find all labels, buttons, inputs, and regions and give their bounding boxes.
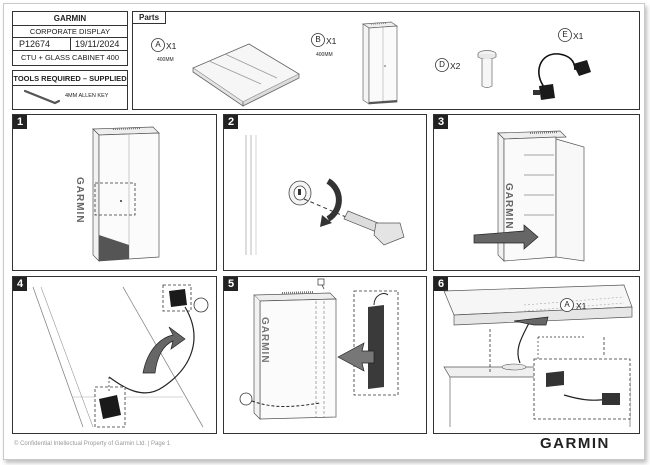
part-b-badge — [311, 33, 325, 47]
power-cable-icon — [533, 53, 591, 100]
part-d-letter: D — [439, 60, 445, 69]
part-a-badge — [151, 38, 165, 52]
step-3-cabinet-logo: GARMIN — [503, 183, 514, 230]
confidential-notice: © Confidential Intellectual Property of … — [14, 441, 171, 447]
step-5-cabinet-logo: GARMIN — [259, 317, 270, 364]
step-4-number: 4 — [13, 277, 27, 291]
step-4-panel: 4 — [12, 276, 217, 434]
instruction-sheet: GARMIN CORPORATE DISPLAY P12674 19/11/20… — [3, 3, 645, 460]
part-b-size: 400MM — [316, 52, 333, 58]
part-b-qty: X1 — [326, 36, 337, 46]
step-1-panel: 1 GARMIN — [12, 114, 217, 271]
plinth-panel-icon — [192, 43, 300, 107]
part-e-qty: X1 — [573, 31, 584, 41]
tools-block: TOOLS REQUIRED – SUPPLIED 4MM ALLEN KEY — [12, 70, 128, 110]
step-6-plinth-fit-illustration — [443, 284, 633, 427]
step-2-key-lock-illustration — [245, 135, 405, 255]
step-2-number: 2 — [224, 115, 238, 129]
step-6-panel: 6 A X1 — [433, 276, 640, 434]
part-b-letter: B — [315, 35, 321, 44]
tool-label: 4MM ALLEN KEY — [65, 93, 109, 99]
tools-title: TOOLS REQUIRED – SUPPLIED — [13, 74, 127, 83]
step-1-number: 1 — [13, 115, 27, 129]
part-a-letter: A — [155, 40, 161, 49]
step-5-number: 5 — [224, 277, 238, 291]
title-block: GARMIN CORPORATE DISPLAY P12674 19/11/20… — [12, 11, 128, 66]
footer-logo: GARMIN — [540, 435, 610, 452]
step-3-panel: 3 GARMIN — [433, 114, 640, 271]
document-date: 19/11/2024 — [75, 39, 120, 49]
step-5-panel: 5 GARMIN — [223, 276, 427, 434]
allen-key-icon — [23, 89, 61, 105]
part-e-letter: E — [562, 30, 568, 39]
part-d-badge — [435, 58, 449, 72]
project-name: CORPORATE DISPLAY — [29, 27, 111, 36]
step-1-cabinet-illustration — [92, 126, 160, 262]
step-6-number: 6 — [434, 277, 448, 291]
step-6-callout-badge — [560, 298, 574, 312]
step-3-number: 3 — [434, 115, 448, 129]
parts-block: Parts A X1 400MM B X1 400MM — [132, 11, 640, 110]
product-name: CTU + GLASS CABINET 400 — [20, 53, 120, 62]
step-3-open-cabinet-illustration — [473, 130, 585, 262]
screw-bolt-icon — [477, 50, 497, 88]
glass-cabinet-icon — [361, 21, 399, 105]
step-2-panel: 2 — [223, 114, 427, 271]
step-5-cable-channel-illustration — [239, 278, 399, 420]
project-code: P12674 — [19, 39, 51, 49]
step-4-cable-routing-illustration — [32, 284, 209, 428]
part-d-qty: X2 — [450, 61, 461, 71]
part-a-qty: X1 — [166, 41, 177, 51]
part-a-size: 400MM — [157, 57, 174, 63]
parts-title: Parts — [133, 12, 167, 24]
part-e-badge — [558, 28, 572, 42]
step-1-cabinet-logo: GARMIN — [74, 177, 85, 224]
brand-title: GARMIN — [53, 14, 87, 23]
step-6-callout-qty: X1 — [576, 301, 587, 311]
step-6-callout-letter: A — [564, 300, 570, 309]
